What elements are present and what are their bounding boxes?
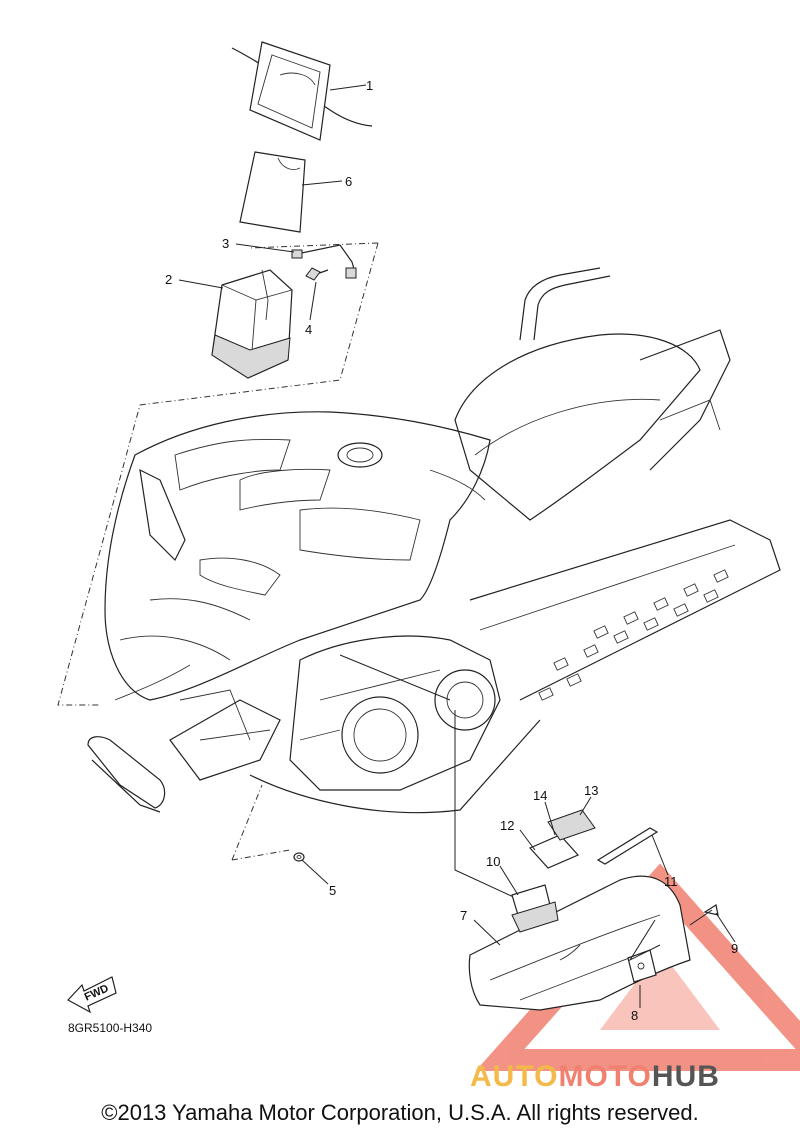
- callout-5: 5: [329, 883, 336, 898]
- snowmobile-illustration: [57, 242, 781, 901]
- callout-14: 14: [533, 788, 547, 803]
- callout-labels: 1 2 3 4 5 6 7 8 9 10 11 12 13 14: [165, 78, 738, 1023]
- part-13-label: [547, 809, 596, 841]
- svg-text:AUTOMOTOHUB: AUTOMOTOHUB: [470, 1060, 720, 1093]
- group-outline-upper: [57, 242, 379, 706]
- forward-arrow-icon: FWD: [67, 976, 117, 1014]
- diagram-code: 8GR5100-H340: [68, 1021, 152, 1035]
- part-5-grommet: [293, 852, 305, 862]
- callout-7: 7: [460, 908, 467, 923]
- part-1-document-bag: [231, 41, 373, 141]
- callout-6: 6: [345, 174, 352, 189]
- copyright-notice: ©2013 Yamaha Motor Corporation, U.S.A. A…: [101, 1100, 699, 1125]
- callout-8: 8: [631, 1008, 638, 1023]
- watermark-moto: MOTO: [558, 1060, 651, 1093]
- callout-12: 12: [500, 818, 514, 833]
- callout-leaders: [178, 84, 736, 1008]
- part-12-label: [528, 834, 580, 869]
- watermark-text: AUTOMOTOHUB: [470, 1060, 720, 1093]
- callout-1: 1: [366, 78, 373, 93]
- part-4-bolt: [305, 267, 329, 281]
- callout-9: 9: [731, 941, 738, 956]
- part-2-battery: [211, 269, 293, 379]
- callout-4: 4: [305, 322, 312, 337]
- part-11-rod: [596, 827, 659, 865]
- part-6-cover: [239, 151, 306, 233]
- callout-2: 2: [165, 272, 172, 287]
- watermark-hub: HUB: [652, 1060, 720, 1093]
- callout-13: 13: [584, 783, 598, 798]
- part-10-clip: [511, 884, 559, 933]
- callout-3: 3: [222, 236, 229, 251]
- callout-11: 11: [664, 874, 678, 889]
- part-3-bracket: [291, 244, 357, 279]
- callout-10: 10: [486, 854, 500, 869]
- group-outline-lower: [231, 784, 291, 861]
- watermark-auto: AUTO: [470, 1060, 558, 1093]
- part-9-rivet: [689, 904, 719, 926]
